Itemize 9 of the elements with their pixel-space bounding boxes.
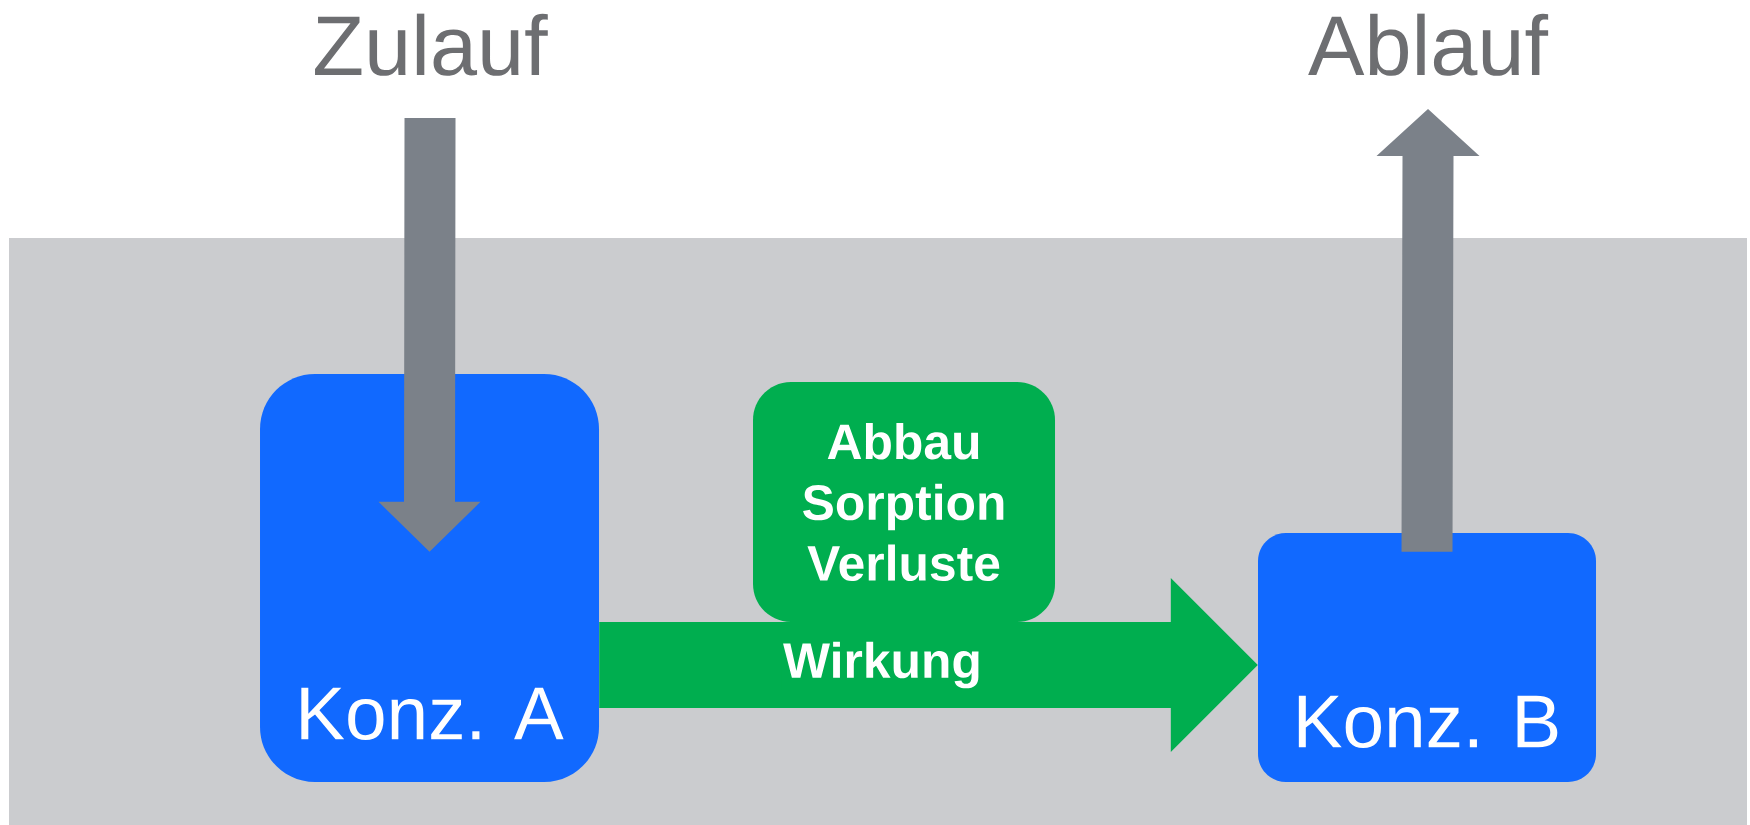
block-arrow: [378, 118, 481, 552]
concentration-box: Konz. B: [1258, 533, 1596, 782]
block-arrow: [1376, 109, 1480, 552]
node-label: Abbau Sorption Verluste: [803, 422, 1004, 582]
process-box: Abbau Sorption Verluste: [753, 382, 1055, 622]
heading-text: Ablauf: [1308, 13, 1549, 76]
heading-text: Zulauf: [315, 13, 548, 76]
concentration-box: Konz. A: [260, 374, 599, 782]
edge-label: Wirkung: [781, 639, 984, 691]
